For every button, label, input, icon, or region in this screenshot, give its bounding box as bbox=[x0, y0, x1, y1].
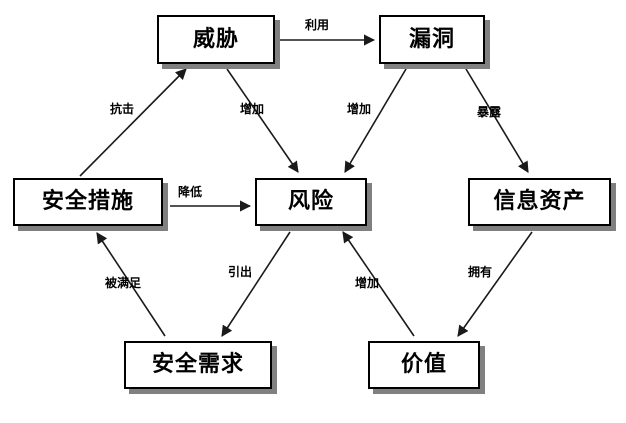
edge-label-e3: 增加 bbox=[240, 102, 265, 116]
edge-label-e4: 增加 bbox=[347, 102, 372, 116]
edge-safeguard-to-threat bbox=[79, 68, 187, 177]
edge-vulnerability-to-risk bbox=[344, 68, 407, 173]
node-label: 安全需求 bbox=[151, 352, 244, 377]
edge-label-e9: 增加 bbox=[355, 276, 380, 290]
edge-label-e5: 暴露 bbox=[477, 105, 502, 119]
edge-threat-to-risk bbox=[226, 68, 299, 173]
edge-risk-to-requirement bbox=[221, 231, 291, 337]
node-asset[interactable]: 信息资产 bbox=[468, 178, 611, 226]
node-requirement[interactable]: 安全需求 bbox=[124, 341, 272, 389]
edge-label-e2: 抗击 bbox=[110, 102, 135, 116]
node-risk[interactable]: 风险 bbox=[255, 178, 367, 226]
node-vulnerability[interactable]: 漏洞 bbox=[379, 15, 485, 64]
node-label: 信息资产 bbox=[493, 189, 586, 214]
node-label: 价值 bbox=[400, 352, 447, 377]
edge-value-to-risk bbox=[342, 231, 415, 337]
edge-label-e8: 引出 bbox=[228, 265, 253, 279]
edge-lines bbox=[79, 34, 533, 337]
node-label: 漏洞 bbox=[408, 26, 455, 52]
edge-label-e6: 降低 bbox=[178, 185, 203, 199]
edge-vulnerability-to-asset bbox=[465, 68, 529, 173]
node-label: 风险 bbox=[287, 189, 334, 214]
node-threat[interactable]: 威胁 bbox=[157, 15, 275, 64]
node-label: 威胁 bbox=[192, 26, 239, 52]
edge-label-e1: 利用 bbox=[305, 18, 330, 32]
node-label: 安全措施 bbox=[41, 189, 134, 214]
node-safeguard[interactable]: 安全措施 bbox=[13, 178, 163, 226]
edge-requirement-to-safeguard bbox=[96, 232, 166, 337]
edge-label-e10: 拥有 bbox=[468, 265, 493, 279]
edge-label-e7: 被满足 bbox=[105, 276, 142, 290]
node-value[interactable]: 价值 bbox=[368, 341, 480, 389]
edge-asset-to-value bbox=[457, 231, 533, 337]
